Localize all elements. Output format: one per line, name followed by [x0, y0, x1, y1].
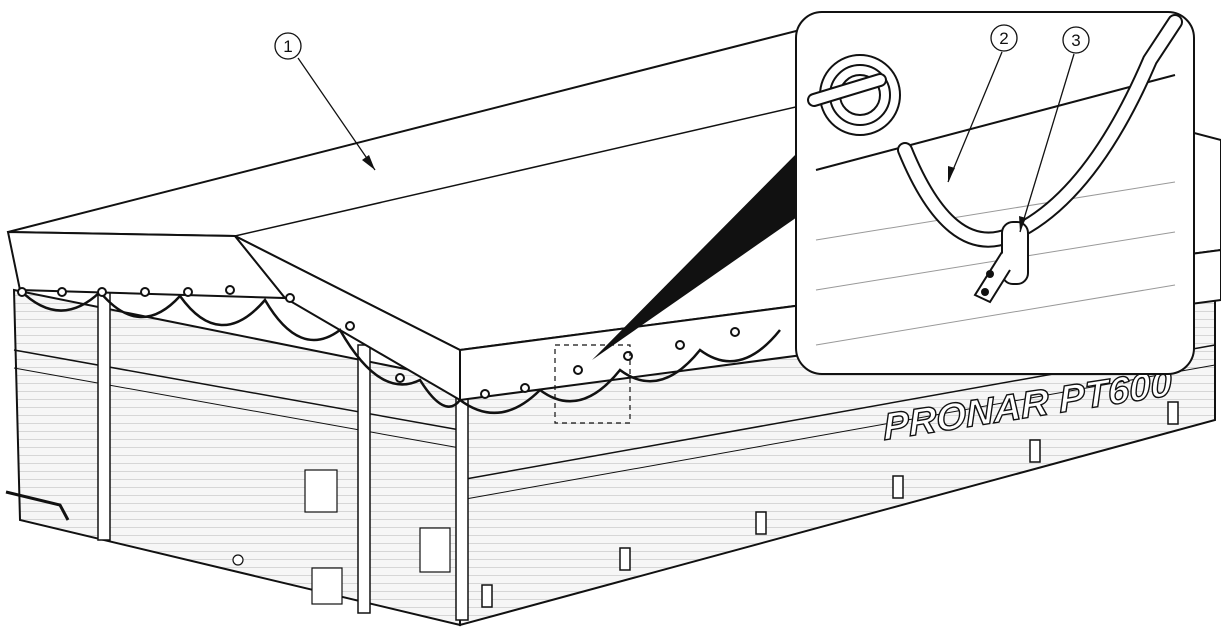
detail-inset [795, 11, 1195, 375]
rope-side [459, 329, 781, 415]
callout-3-label: 3 [1071, 31, 1080, 50]
callout-2-label: 2 [999, 29, 1008, 48]
end-post-left [97, 289, 111, 541]
callout-2: 2 [947, 24, 1018, 183]
callout-3: 3 [1019, 26, 1090, 233]
end-post-right [357, 344, 371, 614]
side-latches [481, 401, 1179, 608]
rope-hook [973, 221, 1029, 304]
drawbar-handle [5, 490, 70, 521]
warning-label-1 [304, 469, 338, 513]
detail-area-marker [554, 344, 631, 424]
trailer-end-wall [5, 288, 461, 627]
info-plate [311, 567, 343, 605]
callout-1: 1 [274, 32, 376, 171]
tail-light [232, 554, 244, 566]
callout-1-label: 1 [283, 37, 292, 56]
detail-pointer [592, 150, 800, 360]
warning-label-2 [419, 527, 451, 573]
tarp-eyelets [17, 285, 740, 399]
